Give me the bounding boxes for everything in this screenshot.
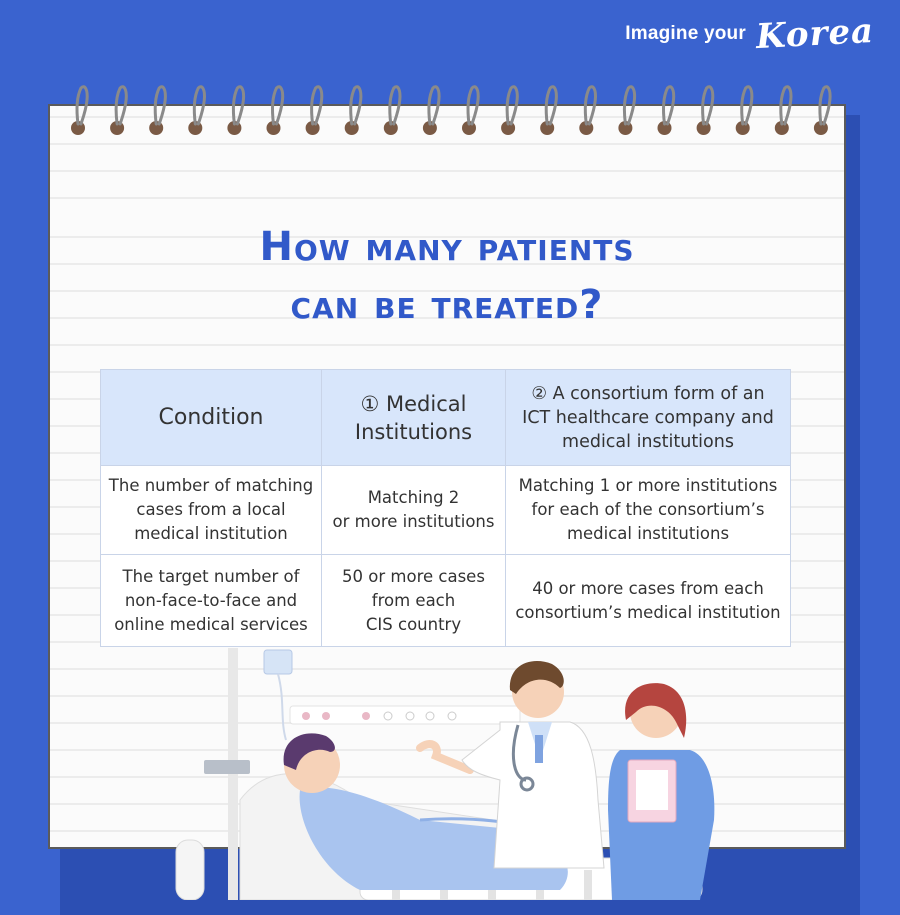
header-medical-institutions: ① Medical Institutions [321,369,506,466]
brand-wordmark: Korea [754,10,875,58]
conditions-table: Condition ① Medical Institutions ② A con… [100,369,791,647]
page-title: How many patients can be treated? [48,218,846,334]
wall-rail [289,705,521,725]
table-header-row: Condition ① Medical Institutions ② A con… [100,369,791,466]
doctor-illustration [416,661,605,869]
cell-medical: Matching 2 or more institutions [321,465,506,555]
cell-condition: The number of matching cases from a loca… [100,465,322,555]
header-condition: Condition [100,369,322,466]
iv-pole-illustration [204,648,293,900]
nurse-illustration [608,683,715,900]
brand-tagline: Imagine your [625,23,746,44]
title-line-1: How many patients [259,224,635,270]
cell-medical: 50 or more cases from each CIS country [321,554,506,647]
hospital-scene [175,648,715,900]
brand-logo: Imagine your Korea [625,10,875,58]
table-row: The number of matching cases from a loca… [100,465,791,555]
table-row: The target number of non-face-to-face an… [100,554,791,647]
title-line-2: can be treated? [290,282,604,328]
cell-consortium: Matching 1 or more institutions for each… [505,465,791,555]
header-consortium: ② A consortium form of an ICT healthcare… [505,369,791,466]
cell-condition: The target number of non-face-to-face an… [100,554,322,647]
cell-consortium: 40 or more cases from each consortium’s … [505,554,791,647]
